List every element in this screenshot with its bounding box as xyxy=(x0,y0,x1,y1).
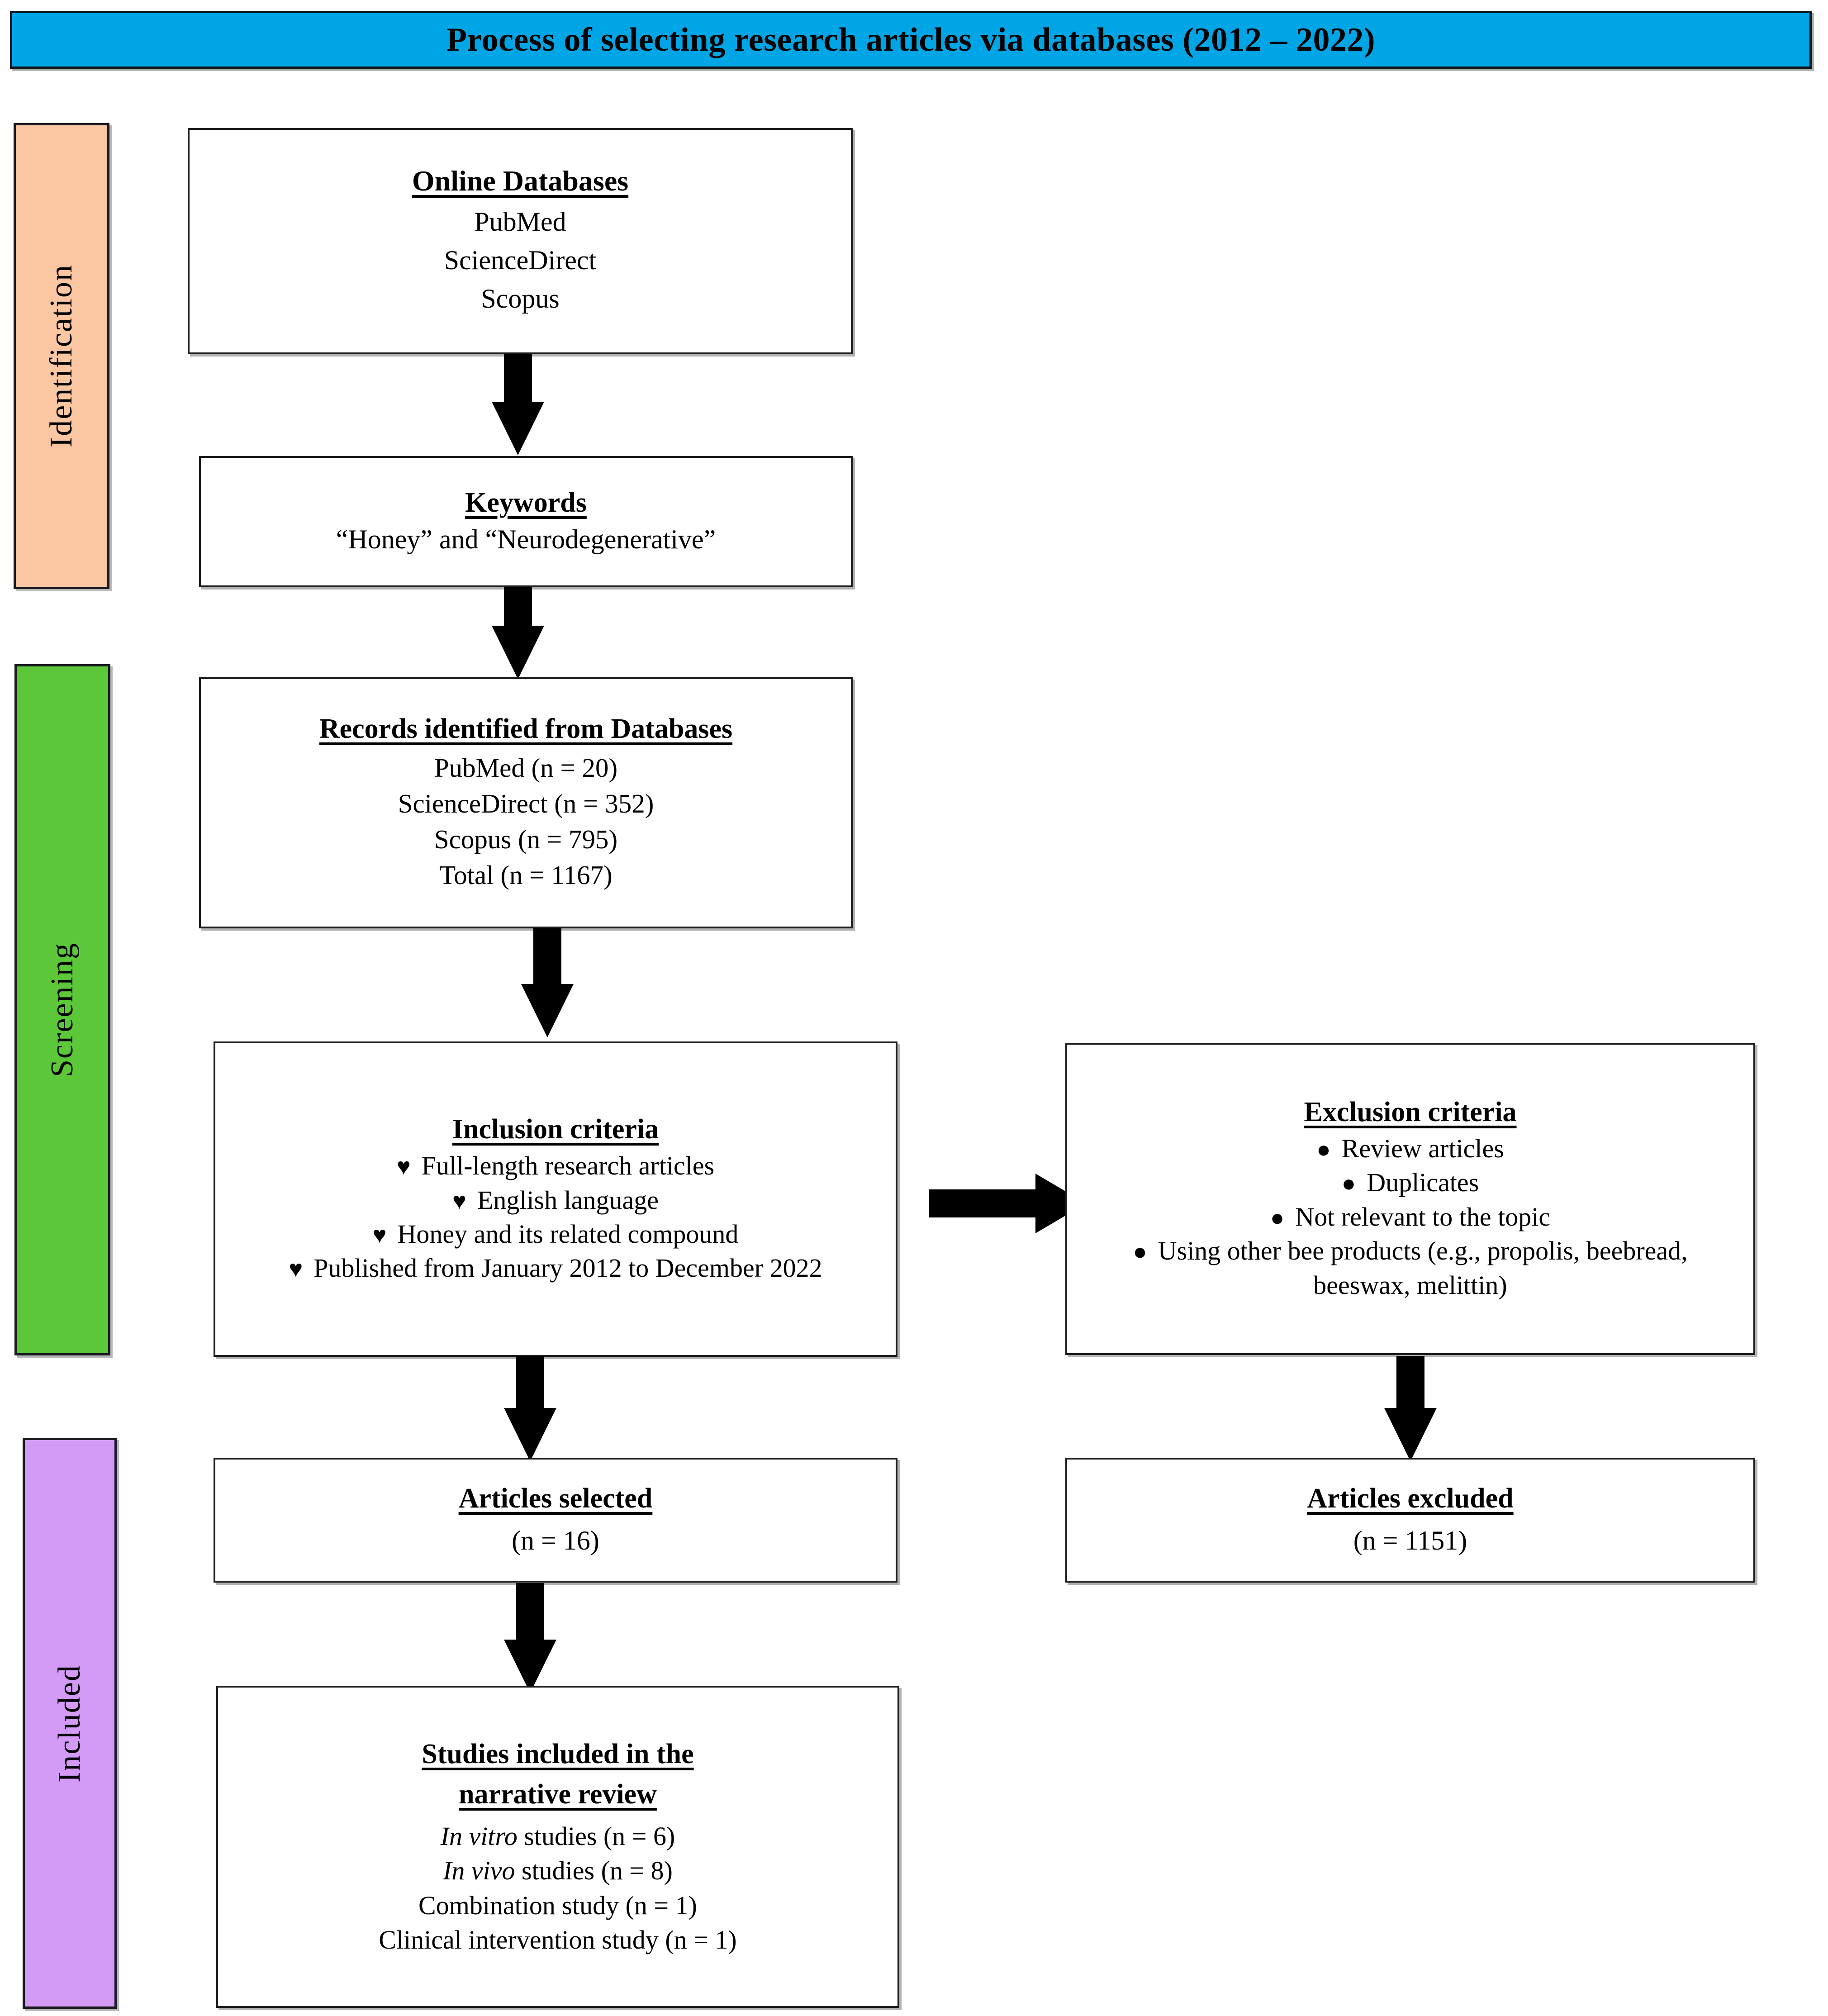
box-keywords: Keywords “Honey” and “Neurodegenerative” xyxy=(199,456,853,587)
inclusion-criterion-2: ♥ English language xyxy=(452,1183,659,1217)
record-count-sciencedirect: ScienceDirect (n = 352) xyxy=(398,789,654,819)
box-heading: Articles selected xyxy=(458,1483,653,1514)
box-exclusion-criteria: Exclusion criteria ● Review articles ● Dup… xyxy=(1065,1043,1755,1355)
study-type-count: studies (n = 8) xyxy=(515,1856,673,1886)
exclusion-criterion-3: ● Not relevant to the topic xyxy=(1270,1200,1550,1234)
criterion-text: Review articles xyxy=(1341,1134,1504,1164)
stage-bar-identification: Identification xyxy=(14,123,109,589)
box-heading: Articles excluded xyxy=(1307,1483,1514,1514)
inclusion-criterion-3: ♥ Honey and its related compound xyxy=(373,1217,739,1251)
articles-selected-count: (n = 16) xyxy=(512,1525,599,1555)
criterion-text: Duplicates xyxy=(1367,1168,1479,1198)
box-articles-excluded: Articles excluded (n = 1151) xyxy=(1065,1458,1755,1583)
dot-bullet-icon: ● xyxy=(1341,1171,1356,1197)
stage-label-included: Included xyxy=(52,1664,87,1783)
criterion-text: Honey and its related compound xyxy=(397,1219,739,1249)
box-online-databases: Online Databases PubMed ScienceDirect Sc… xyxy=(188,128,853,354)
dot-bullet-icon: ● xyxy=(1133,1239,1147,1265)
stage-bar-included: Included xyxy=(23,1438,117,2009)
stage-label-identification: Identification xyxy=(44,264,79,448)
database-name-scopus: Scopus xyxy=(481,284,560,314)
box-records-identified: Records identified from Databases PubMed… xyxy=(199,677,853,928)
criterion-text: Using other bee products (e.g., propolis… xyxy=(1158,1236,1688,1300)
box-heading: Online Databases xyxy=(412,165,629,197)
study-type-count: studies (n = 6) xyxy=(517,1821,675,1851)
study-type-in-vivo: In vivo studies (n = 8) xyxy=(443,1854,673,1888)
heart-bullet-icon: ♥ xyxy=(452,1188,466,1214)
box-heading: Inclusion criteria xyxy=(452,1114,659,1145)
exclusion-criterion-4: ● Using other bee products (e.g., propoli… xyxy=(1089,1234,1732,1302)
exclusion-criterion-2: ● Duplicates xyxy=(1342,1165,1479,1199)
keywords-value: “Honey” and “Neurodegenerative” xyxy=(336,524,716,554)
stage-bar-screening: Screening xyxy=(14,664,110,1355)
heart-bullet-icon: ♥ xyxy=(289,1256,303,1283)
box-heading: Exclusion criteria xyxy=(1304,1096,1517,1127)
study-type-label: In vitro xyxy=(440,1821,518,1851)
study-type-label: In vivo xyxy=(443,1856,515,1886)
inclusion-criterion-4: ♥ Published from January 2012 to December… xyxy=(289,1251,822,1285)
articles-excluded-count: (n = 1151) xyxy=(1353,1525,1467,1555)
record-count-pubmed: PubMed (n = 20) xyxy=(434,752,618,783)
criterion-text: English language xyxy=(477,1185,659,1215)
record-count-scopus: Scopus (n = 795) xyxy=(434,824,618,855)
study-type-count: Clinical intervention study (n = 1) xyxy=(379,1925,737,1955)
dot-bullet-icon: ● xyxy=(1270,1205,1285,1231)
study-type-in-vitro: In vitro studies (n = 6) xyxy=(441,1819,675,1854)
box-heading-line-2: narrative review xyxy=(459,1778,657,1810)
study-type-combination: Combination study (n = 1) xyxy=(418,1888,697,1923)
box-heading: Records identified from Databases xyxy=(319,713,733,744)
box-heading-line-1: Studies included in the xyxy=(422,1739,694,1770)
box-heading: Keywords xyxy=(465,487,587,518)
criterion-text: Not relevant to the topic xyxy=(1295,1202,1551,1231)
exclusion-criterion-1: ● Review articles xyxy=(1316,1132,1504,1165)
database-name-pubmed: PubMed xyxy=(474,206,566,237)
criterion-text: Full-length research articles xyxy=(421,1151,715,1181)
heart-bullet-icon: ♥ xyxy=(396,1154,411,1180)
study-type-clinical-intervention: Clinical intervention study (n = 1) xyxy=(379,1923,736,1958)
box-inclusion-criteria: Inclusion criteria ♥ Full-length research… xyxy=(214,1041,897,1357)
box-studies-included: Studies included in the narrative review… xyxy=(216,1686,899,2008)
diagram-title-banner: Process of selecting research articles v… xyxy=(10,11,1812,69)
inclusion-criterion-1: ♥ Full-length research articles xyxy=(397,1149,714,1183)
record-count-total: Total (n = 1167) xyxy=(439,860,612,890)
criterion-text: Published from January 2012 to December … xyxy=(313,1253,822,1283)
database-name-sciencedirect: ScienceDirect xyxy=(444,245,597,276)
box-articles-selected: Articles selected (n = 16) xyxy=(214,1458,897,1583)
dot-bullet-icon: ● xyxy=(1316,1137,1331,1163)
heart-bullet-icon: ♥ xyxy=(372,1222,387,1249)
page-title: Process of selecting research articles v… xyxy=(446,21,1376,58)
study-type-count: Combination study (n = 1) xyxy=(418,1890,697,1920)
stage-label-screening: Screening xyxy=(45,942,80,1077)
